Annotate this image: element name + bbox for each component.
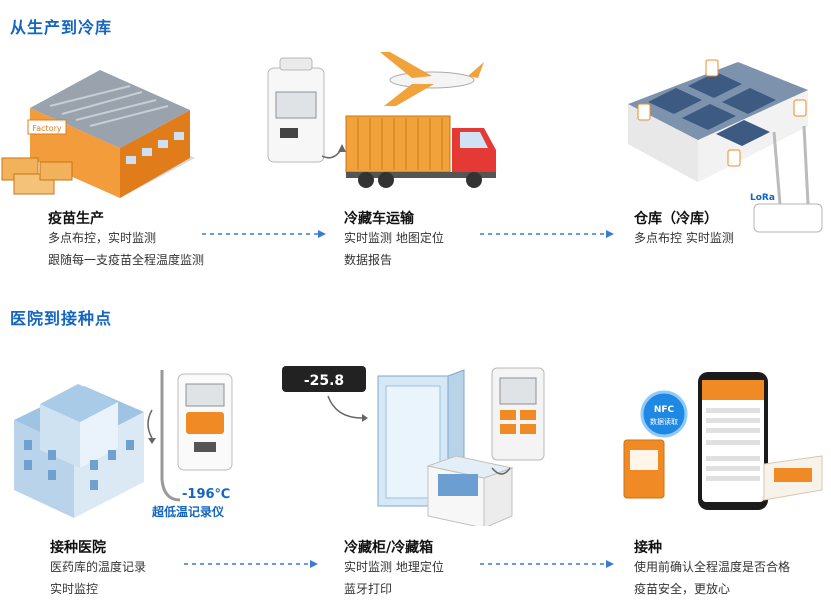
flow-arrow-icon — [202, 230, 326, 238]
freezer-illustration: -25.8 — [282, 366, 545, 526]
flow-arrow-icon — [480, 230, 614, 238]
stage-desc-line: 多点布控 实时监测 — [634, 231, 734, 245]
stage-desc-line: 医药库的温度记录 — [50, 560, 147, 574]
lora-label: LoRa — [750, 193, 775, 203]
stage-title-hospital: 接种医院 — [50, 540, 106, 556]
stage-desc-line: 实时监控 — [50, 582, 99, 596]
stage-desc-line: 蓝牙打印 — [344, 582, 393, 596]
ultra-low-temp-label: -196℃ — [182, 487, 230, 502]
freezer-display-text: -25.8 — [304, 373, 344, 389]
section-title-hospital: 医院到接种点 — [10, 309, 113, 328]
stage-desc-line: 实时监测 地理定位 — [344, 560, 444, 574]
ultra-low-logger-label: 超低温记录仪 — [151, 504, 225, 519]
nfc-phone-illustration: NFC 数据读取 — [623, 372, 823, 510]
flow-arrow-icon — [184, 560, 318, 568]
nfc-sub-text: 数据读取 — [650, 417, 678, 426]
section-title-production: 从生产到冷库 — [10, 18, 113, 37]
stage-desc-line: 数据报告 — [344, 253, 393, 267]
stage-desc-line: 多点布控，实时监测 — [48, 231, 157, 245]
hospital-illustration: -196℃ 超低温记录仪 — [14, 370, 233, 519]
factory-sign-text: Factory — [32, 124, 61, 133]
stage-desc-line: 疫苗安全，更放心 — [634, 582, 731, 596]
stage-title-cold-truck: 冷藏车运输 — [344, 211, 414, 227]
stage-title-vaccine-production: 疫苗生产 — [48, 211, 104, 227]
factory-illustration: Factory — [1, 70, 195, 198]
nfc-badge-text: NFC — [654, 405, 675, 415]
stage-desc-line: 使用前确认全程温度是否合格 — [634, 560, 791, 574]
stage-title-vaccination: 接种 — [634, 540, 662, 556]
stage-desc-line: 跟随每一支疫苗全程温度监测 — [48, 253, 205, 267]
stage-desc-line: 实时监测 地图定位 — [344, 231, 444, 245]
stage-title-warehouse: 仓库（冷库） — [634, 211, 718, 227]
flow-arrow-icon — [480, 560, 614, 568]
stage-title-freezer: 冷藏柜/冷藏箱 — [344, 540, 434, 556]
warehouse-illustration: LoRa — [628, 59, 823, 233]
truck-transport-illustration — [267, 52, 496, 188]
